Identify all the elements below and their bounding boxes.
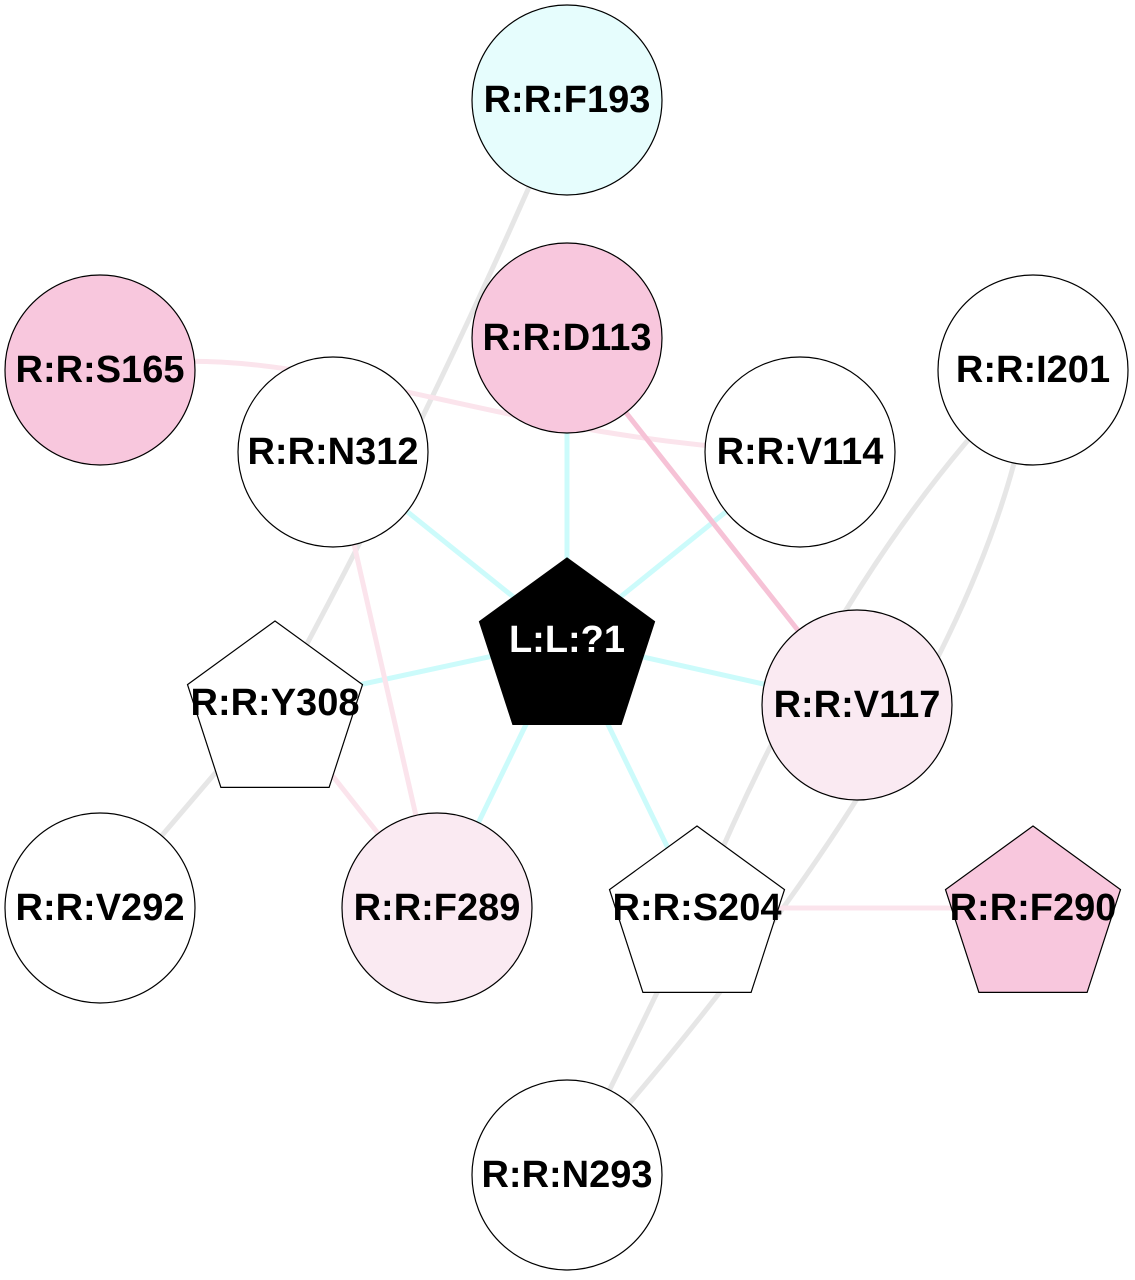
- node-n293-label: R:R:N293: [481, 1154, 652, 1196]
- edge-f193-y308: [272, 97, 570, 706]
- node-d113-circle: [471, 242, 663, 434]
- node-ligand-label: L:L:?1: [509, 619, 625, 661]
- edge-s165-v114: [97, 358, 803, 455]
- node-s165-circle: [4, 274, 196, 466]
- node-n312-circle: [237, 356, 429, 548]
- node-s204-pentagon: [608, 825, 786, 994]
- node-ligand-pentagon: [478, 557, 656, 726]
- node-n312: R:R:N312: [237, 356, 429, 548]
- node-f290-pentagon: [944, 825, 1122, 994]
- node-f290: R:R:F290: [944, 825, 1122, 994]
- node-d113: R:R:D113: [471, 242, 663, 434]
- node-v117-label: R:R:V117: [774, 684, 941, 726]
- node-f193-label: R:R:F193: [484, 79, 651, 121]
- node-s165-label: R:R:S165: [16, 349, 185, 391]
- node-s204-label: R:R:S204: [613, 887, 782, 929]
- node-v292-circle: [4, 812, 196, 1004]
- node-i201-circle: [937, 274, 1129, 466]
- node-f289-circle: [341, 812, 533, 1004]
- node-v114-circle: [704, 356, 896, 548]
- node-f290-label: R:R:F290: [950, 887, 1117, 929]
- node-y308-label: R:R:Y308: [191, 682, 360, 724]
- node-f289: R:R:F289: [341, 812, 533, 1004]
- node-i201: R:R:I201: [937, 274, 1129, 466]
- node-ligand: L:L:?1: [478, 557, 656, 726]
- node-n293: R:R:N293: [471, 1079, 663, 1271]
- node-y308: R:R:Y308: [186, 620, 364, 789]
- node-v114-label: R:R:V114: [717, 431, 884, 473]
- node-n293-circle: [471, 1079, 663, 1271]
- node-v292-label: R:R:V292: [16, 887, 185, 929]
- node-s165: R:R:S165: [4, 274, 196, 466]
- node-f289-label: R:R:F289: [354, 887, 521, 929]
- node-y308-pentagon: [186, 620, 364, 789]
- node-v114: R:R:V114: [704, 356, 896, 548]
- node-v117-circle: [761, 609, 953, 801]
- node-i201-label: R:R:I201: [956, 349, 1110, 391]
- node-n312-label: R:R:N312: [247, 431, 418, 473]
- node-f193-circle: [471, 4, 663, 196]
- node-f193: R:R:F193: [471, 4, 663, 196]
- node-d113-label: R:R:D113: [483, 317, 652, 359]
- node-v117: R:R:V117: [761, 609, 953, 801]
- node-s204: R:R:S204: [608, 825, 786, 994]
- node-v292: R:R:V292: [4, 812, 196, 1004]
